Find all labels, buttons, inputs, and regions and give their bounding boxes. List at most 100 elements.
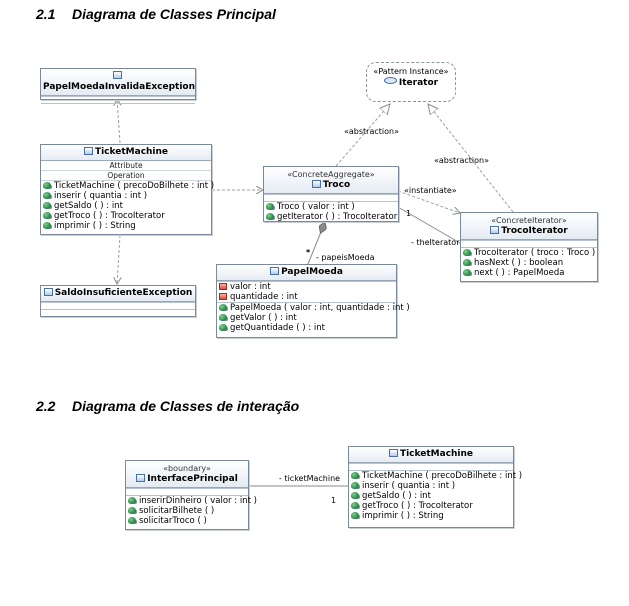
operation-row[interactable]: getQuantidade ( ) : int <box>217 323 396 333</box>
class-trocoiterator[interactable]: «ConcreteIterator» TrocoIterator TrocoIt… <box>460 212 598 282</box>
class-name: PapelMoedaInvalidaException <box>43 82 196 92</box>
class-name: Troco <box>322 180 351 190</box>
class-name: TicketMachine <box>399 449 474 459</box>
stereotype-label: «Pattern Instance» <box>373 67 449 76</box>
method-icon <box>351 502 359 509</box>
abstraction-label: «abstraction» <box>344 127 399 136</box>
operation-row[interactable]: TrocoIterator ( troco : Troco ) <box>461 248 597 258</box>
attribute-row[interactable]: valor : int <box>217 282 396 292</box>
method-icon <box>351 472 359 479</box>
stereotype-label: «boundary» <box>163 464 211 473</box>
class-icon <box>83 147 93 155</box>
method-icon <box>266 213 274 220</box>
operation-row[interactable]: PapelMoeda ( valor : int, quantidade : i… <box>217 303 410 313</box>
operation-row[interactable]: inserirDinheiro ( valor : int ) <box>126 496 257 506</box>
attribute-row[interactable]: quantidade : int <box>217 292 396 302</box>
pattern-instance-iterator[interactable]: «Pattern Instance» Iterator <box>366 62 456 102</box>
class-ticketmachine[interactable]: TicketMachine Attribute Operation Ticket… <box>40 144 214 235</box>
class-saldoinsuficienteexception[interactable]: SaldoInsuficienteException <box>40 285 196 317</box>
method-icon <box>463 249 471 256</box>
class-header: «ConcreteAggregate» Troco <box>264 167 398 194</box>
abstraction-troco-iterator <box>335 104 390 167</box>
operation-row[interactable]: solicitarTroco ( ) <box>126 516 248 526</box>
stereotype-label: «ConcreteAggregate» <box>287 170 375 179</box>
method-icon <box>351 492 359 499</box>
aggregation-papeismoeda <box>307 222 325 265</box>
private-attribute-icon <box>219 283 227 290</box>
section-number: 2.2 <box>36 398 56 414</box>
operation-text: getSaldo ( ) : int <box>54 201 123 211</box>
section-title: Diagrama de Classes de interação <box>72 398 300 414</box>
class-interfaceprincipal[interactable]: «boundary» InterfacePrincipal inserirDin… <box>125 460 257 530</box>
operation-row[interactable]: getSaldo ( ) : int <box>349 491 513 501</box>
role-label: - papeisMoeda <box>316 253 375 262</box>
operation-text: solicitarTroco ( ) <box>139 516 207 526</box>
class-header: TicketMachine <box>349 447 513 463</box>
method-icon <box>219 304 227 311</box>
class-header: «boundary» InterfacePrincipal <box>126 461 248 488</box>
section-number: 2.1 <box>36 6 56 22</box>
operation-row[interactable]: getValor ( ) : int <box>217 313 396 323</box>
class-troco[interactable]: «ConcreteAggregate» Troco Troco ( valor … <box>263 166 399 222</box>
class-ticketmachine-interaction[interactable]: TicketMachine TicketMachine ( precoDoBil… <box>348 446 522 528</box>
operation-text: inserir ( quantia : int ) <box>54 191 148 201</box>
class-header: TicketMachine <box>41 145 211 161</box>
class-papelmoedainvalidaexception[interactable]: PapelMoedaInvalidaException <box>40 68 196 104</box>
class-name: InterfacePrincipal <box>147 474 238 484</box>
attributes-section <box>41 302 195 309</box>
operation-text: next ( ) : PapelMoeda <box>474 268 565 278</box>
operation-row[interactable]: getIterator ( ) : TrocoIterator <box>264 212 398 222</box>
abstraction-trocoiterator-iterator <box>428 104 514 213</box>
method-icon <box>128 507 136 514</box>
operation-text: getIterator ( ) : TrocoIterator <box>277 212 398 222</box>
operation-row[interactable]: next ( ) : PapelMoeda <box>461 268 597 278</box>
operation-row[interactable]: getSaldo ( ) : int <box>41 201 211 211</box>
operation-row[interactable]: TicketMachine ( precoDoBilhete : int ) <box>349 471 522 481</box>
operation-text: getSaldo ( ) : int <box>362 491 431 501</box>
attributes-section <box>126 488 248 495</box>
operation-row[interactable]: inserir ( quantia : int ) <box>349 481 513 491</box>
method-icon <box>43 182 51 189</box>
class-papelmoeda[interactable]: PapelMoeda valor : int quantidade : int … <box>216 264 410 338</box>
pattern-name: Iterator <box>398 78 439 88</box>
class-icon <box>311 180 321 188</box>
method-icon <box>219 314 227 321</box>
operation-row[interactable]: imprimir ( ) : String <box>349 511 513 521</box>
attributes-section <box>41 96 195 103</box>
abstraction-label: «abstraction» <box>434 156 489 165</box>
method-icon <box>128 497 136 504</box>
multiplicity-label: 1 <box>331 496 337 505</box>
operation-text: getQuantidade ( ) : int <box>230 323 325 333</box>
class-icon <box>43 288 53 296</box>
role-label: - ticketMachine <box>279 474 341 483</box>
private-attribute-icon <box>219 293 227 300</box>
operation-row[interactable]: getTroco ( ) : TrocoIterator <box>41 211 211 221</box>
operation-row[interactable]: Troco ( valor : int ) <box>264 202 398 212</box>
class-icon <box>270 267 280 275</box>
section-title: Diagrama de Classes Principal <box>72 6 276 22</box>
operation-row[interactable]: getTroco ( ) : TrocoIterator <box>349 501 513 511</box>
attributes-section <box>349 463 513 470</box>
association-theiterator <box>397 206 461 244</box>
operations-section: TrocoIterator ( troco : Troco ) hasNext … <box>461 247 597 278</box>
operations-section <box>41 103 195 110</box>
operations-section <box>41 309 195 316</box>
operations-section: TicketMachine ( precoDoBilhete : int ) i… <box>349 470 522 521</box>
stereotype-label: «ConcreteIterator» <box>491 216 567 225</box>
operation-row[interactable]: TicketMachine ( precoDoBilhete : int ) <box>41 181 214 191</box>
operation-compartment-title: Operation <box>41 171 211 181</box>
operation-text: hasNext ( ) : boolean <box>474 258 564 268</box>
method-icon <box>463 259 471 266</box>
operation-row[interactable]: solicitarBilhete ( ) <box>126 506 248 516</box>
method-icon <box>43 212 51 219</box>
operation-row[interactable]: inserir ( quantia : int ) <box>41 191 211 201</box>
multiplicity-label: 1 <box>406 209 412 218</box>
collaboration-icon <box>383 77 397 84</box>
operation-row[interactable]: imprimir ( ) : String <box>41 221 211 231</box>
method-icon <box>266 203 274 210</box>
operation-text: TicketMachine ( precoDoBilhete : int ) <box>362 471 523 481</box>
operation-row[interactable]: hasNext ( ) : boolean <box>461 258 597 268</box>
dependency-invalid-exception <box>117 99 120 144</box>
operation-text: PapelMoeda ( valor : int, quantidade : i… <box>230 303 410 313</box>
method-icon <box>219 324 227 331</box>
